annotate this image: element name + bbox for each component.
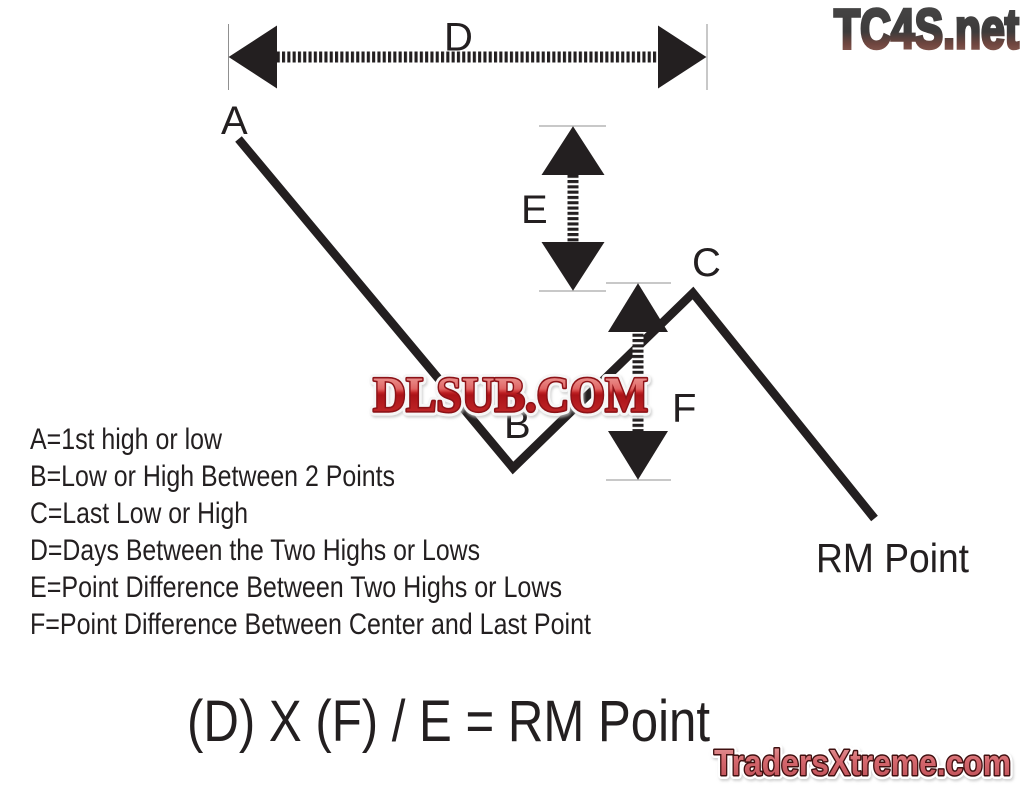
svg-text:TC4S.net: TC4S.net — [834, 0, 1019, 60]
svg-text:(D) X (F) / E = RM Point: (D) X (F) / E = RM Point — [187, 689, 710, 754]
svg-text:C=Last Low or High: C=Last Low or High — [30, 497, 248, 530]
svg-text:DLSUB.COM: DLSUB.COM — [373, 366, 648, 422]
svg-text:DLSUB.COM: DLSUB.COM — [373, 366, 648, 422]
svg-text:A: A — [221, 99, 248, 143]
svg-text:C: C — [692, 241, 721, 285]
svg-text:E: E — [521, 188, 548, 232]
svg-text:F: F — [672, 387, 696, 431]
svg-text:RM Point: RM Point — [816, 535, 970, 581]
svg-text:DLSUB.COM: DLSUB.COM — [373, 366, 648, 422]
svg-text:E=Point Difference Between Two: E=Point Difference Between Two Highs or … — [30, 571, 562, 604]
svg-text:D: D — [444, 16, 473, 60]
svg-text:B: B — [504, 403, 531, 447]
svg-text:A=1st high or low: A=1st high or low — [30, 423, 223, 456]
svg-text:DLSUB.COM: DLSUB.COM — [373, 366, 648, 422]
svg-text:TradersXtreme.com: TradersXtreme.com — [714, 742, 1011, 783]
svg-text:TradersXtreme.com: TradersXtreme.com — [714, 742, 1011, 783]
svg-text:D=Days Between the Two Highs o: D=Days Between the Two Highs or Lows — [30, 534, 480, 567]
svg-text:TradersXtreme.com: TradersXtreme.com — [714, 742, 1011, 783]
svg-text:F=Point Difference Between Cen: F=Point Difference Between Center and La… — [30, 608, 591, 641]
svg-text:B=Low or High Between 2 Points: B=Low or High Between 2 Points — [30, 460, 395, 493]
